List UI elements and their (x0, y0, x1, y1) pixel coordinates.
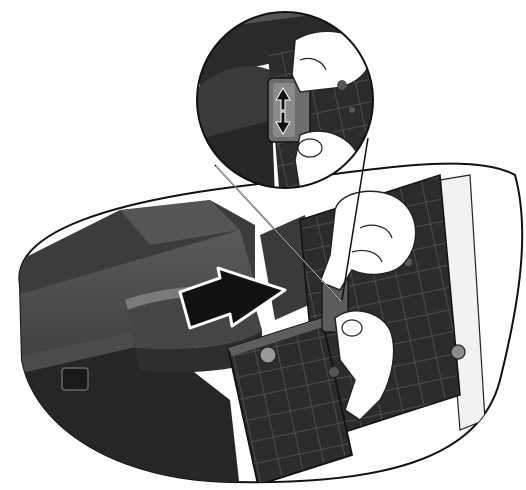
zoom-inset-border (196, 11, 374, 189)
connector-slot (61, 367, 89, 391)
callout-lines (214, 137, 369, 302)
release-arrow-icon (178, 266, 287, 330)
down-arrow-icon (275, 111, 291, 135)
hand-lower (334, 310, 395, 421)
detached-plate (226, 316, 354, 483)
hand-upper (319, 190, 417, 291)
up-arrow-icon (275, 87, 291, 111)
main-scene (18, 162, 524, 484)
